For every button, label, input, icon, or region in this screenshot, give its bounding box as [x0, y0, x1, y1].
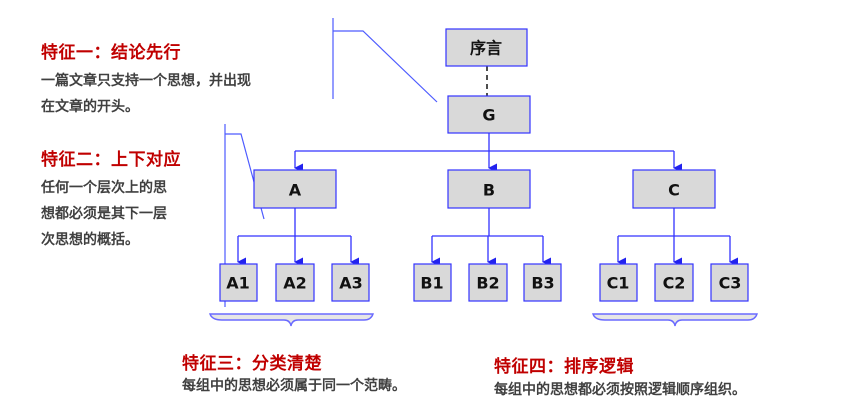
node-label: A3: [339, 274, 363, 293]
feature-two-desc-line: 任何一个层次上的思: [41, 180, 167, 196]
node-a2: A2: [275, 263, 315, 302]
feature-three-desc-line: 每组中的思想必须属于同一个范畴。: [182, 378, 406, 394]
node-preface: 序言: [445, 28, 528, 67]
feature-four-desc-line: 每组中的思想都必须按照逻辑顺序组织。: [494, 382, 746, 398]
a-connectors: [237, 208, 360, 267]
feature-one-desc-line: 一篇文章只支持一个思想，并出现: [41, 73, 251, 89]
node-root-g: G: [447, 95, 531, 134]
node-label: C: [668, 181, 680, 200]
node-label: 序言: [470, 39, 502, 58]
node-label: C3: [719, 274, 742, 293]
node-label: G: [482, 106, 495, 125]
node-label: A: [289, 181, 302, 200]
node-label: C2: [663, 274, 686, 293]
feature-four-desc: 每组中的思想都必须按照逻辑顺序组织。: [494, 377, 746, 403]
callout-leader: [333, 30, 438, 103]
feature-two-title: 特征二：上下对应: [41, 150, 181, 170]
feature-two-desc-line: 次思想的概括。: [41, 232, 139, 248]
node-label: B2: [476, 274, 499, 293]
feature-two-desc-line: 想都必须是其下一层: [41, 206, 167, 222]
node-c1: C1: [599, 263, 638, 302]
c-connectors: [617, 208, 739, 267]
feature-two-desc: 任何一个层次上的思 想都必须是其下一层 次思想的概括。: [41, 175, 167, 253]
b-connectors: [431, 208, 552, 267]
node-label: B3: [531, 274, 554, 293]
node-label: C1: [607, 274, 630, 293]
node-a3: A3: [331, 263, 370, 302]
feature-four-title: 特征四：排序逻辑: [494, 357, 634, 377]
feature-three-title: 特征三：分类清楚: [182, 354, 322, 374]
node-label: A1: [226, 274, 250, 293]
group-brace-a: [209, 313, 374, 327]
node-b: B: [447, 169, 531, 209]
node-label: B1: [420, 274, 443, 293]
feature-three-desc: 每组中的思想必须属于同一个范畴。: [182, 373, 406, 399]
node-b3: B3: [523, 263, 562, 302]
node-b2: B2: [468, 263, 508, 302]
node-label: B: [483, 181, 495, 200]
callout-feature-one: [332, 18, 438, 103]
node-label: A2: [283, 274, 307, 293]
node-c3: C3: [710, 263, 749, 302]
node-a1: A1: [219, 263, 258, 302]
node-c2: C2: [654, 263, 694, 302]
group-brace-c: [592, 313, 758, 327]
feature-one-desc: 一篇文章只支持一个思想，并出现 在文章的开头。: [41, 68, 251, 120]
feature-one-desc-line: 在文章的开头。: [41, 99, 139, 115]
feature-one-title: 特征一：结论先行: [41, 43, 181, 63]
node-b1: B1: [413, 263, 452, 302]
root-connectors: [294, 133, 683, 173]
node-c: C: [632, 169, 716, 209]
node-a: A: [253, 169, 337, 209]
